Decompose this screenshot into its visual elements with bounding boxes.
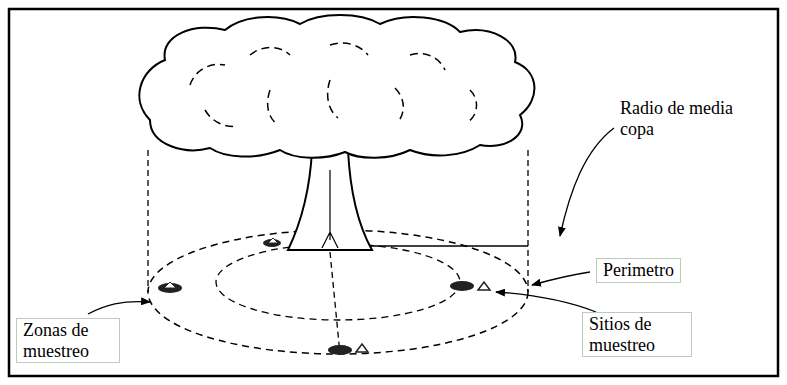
- projection-line: [527, 150, 528, 292]
- leader-arrow: [560, 128, 614, 236]
- leader-arrow: [88, 302, 150, 314]
- sampling-site: [158, 282, 182, 293]
- trunk-detail: [322, 170, 338, 248]
- leader-arrow: [532, 272, 590, 285]
- label-box: Perimetro: [596, 258, 681, 283]
- inner-zone-ellipse: [216, 244, 460, 320]
- sampling-site: [450, 281, 490, 291]
- tree-trunk: [288, 150, 372, 250]
- label-box: Sitios de muestreo: [582, 312, 692, 357]
- projection-line: [147, 150, 148, 292]
- leader-arrow: [496, 292, 596, 312]
- sampling-site: [263, 238, 281, 247]
- box-text: Zonas de muestreo: [23, 320, 113, 361]
- callout-label: Radio de media copa: [618, 98, 754, 139]
- box-text: Perimetro: [603, 260, 674, 281]
- sampling-site: [328, 344, 368, 355]
- frame: [9, 9, 778, 376]
- label-box: Zonas de muestreo: [16, 318, 120, 363]
- radius-line: [364, 245, 528, 247]
- radial-line: [330, 252, 340, 354]
- tree-canopy: [139, 15, 534, 158]
- canopy-texture: [190, 43, 477, 126]
- box-text: Sitios de muestreo: [589, 314, 685, 355]
